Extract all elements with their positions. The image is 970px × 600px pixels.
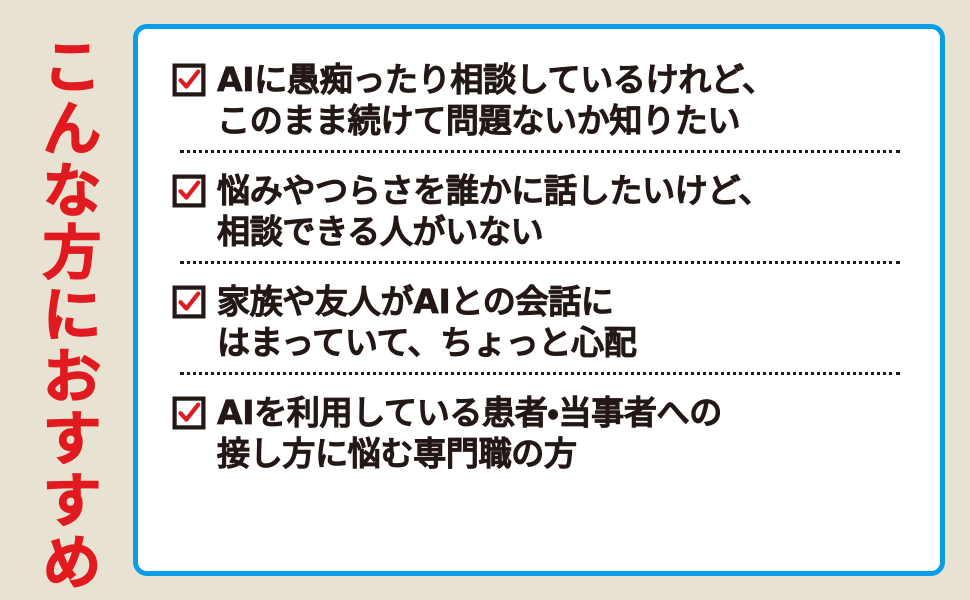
heading-char-4: に [42, 281, 102, 349]
item-divider [180, 372, 900, 375]
heading-char-7: す [42, 467, 102, 535]
heading-char-1: ん [42, 95, 102, 163]
checklist-item-label: 家族や友人がAIとの会話に はまっていて、ちょっと心配 [217, 282, 638, 363]
checklist-container: AIに愚痴ったり相談しているけれど、 このまま続けて問題ないか知りたい 悩みやつ… [138, 29, 940, 571]
item-divider [180, 150, 900, 153]
item-divider [180, 261, 900, 264]
checklist-item[interactable]: 家族や友人がAIとの会話に はまっていて、ちょっと心配 [172, 281, 922, 363]
checkbox-checked-icon[interactable] [172, 63, 206, 97]
heading-char-2: な [42, 157, 102, 225]
checklist-item[interactable]: 悩みやつらさを誰かに話したいけど、 相談できる人がいない [172, 170, 922, 252]
checkbox-checked-icon[interactable] [172, 285, 206, 319]
checklist-card: AIに愚痴ったり相談しているけれど、 このまま続けて問題ないか知りたい 悩みやつ… [133, 24, 945, 576]
checklist-item[interactable]: AIを利用している患者・当事者への 接し方に悩む専門職の方 [172, 392, 922, 474]
checklist-item-label: 悩みやつらさを誰かに話したいけど、 相談できる人がいない [217, 171, 772, 252]
heading-char-6: す [42, 405, 102, 473]
checklist-item[interactable]: AIに愚痴ったり相談しているけれど、 このまま続けて問題ないか知りたい [172, 59, 922, 141]
heading-char-0: こ [42, 33, 102, 101]
heading-char-3: 方 [42, 219, 102, 287]
checklist-item-label: AIに愚痴ったり相談しているけれど、 このまま続けて問題ないか知りたい [217, 60, 776, 141]
heading-char-8: め [42, 529, 102, 597]
checklist-item-label: AIを利用している患者・当事者への 接し方に悩む専門職の方 [217, 393, 723, 474]
checkbox-checked-icon[interactable] [172, 174, 206, 208]
vertical-heading: こ ん な 方 に お す す め [24, 33, 120, 595]
heading-char-5: お [42, 343, 102, 411]
checkbox-checked-icon[interactable] [172, 396, 206, 430]
